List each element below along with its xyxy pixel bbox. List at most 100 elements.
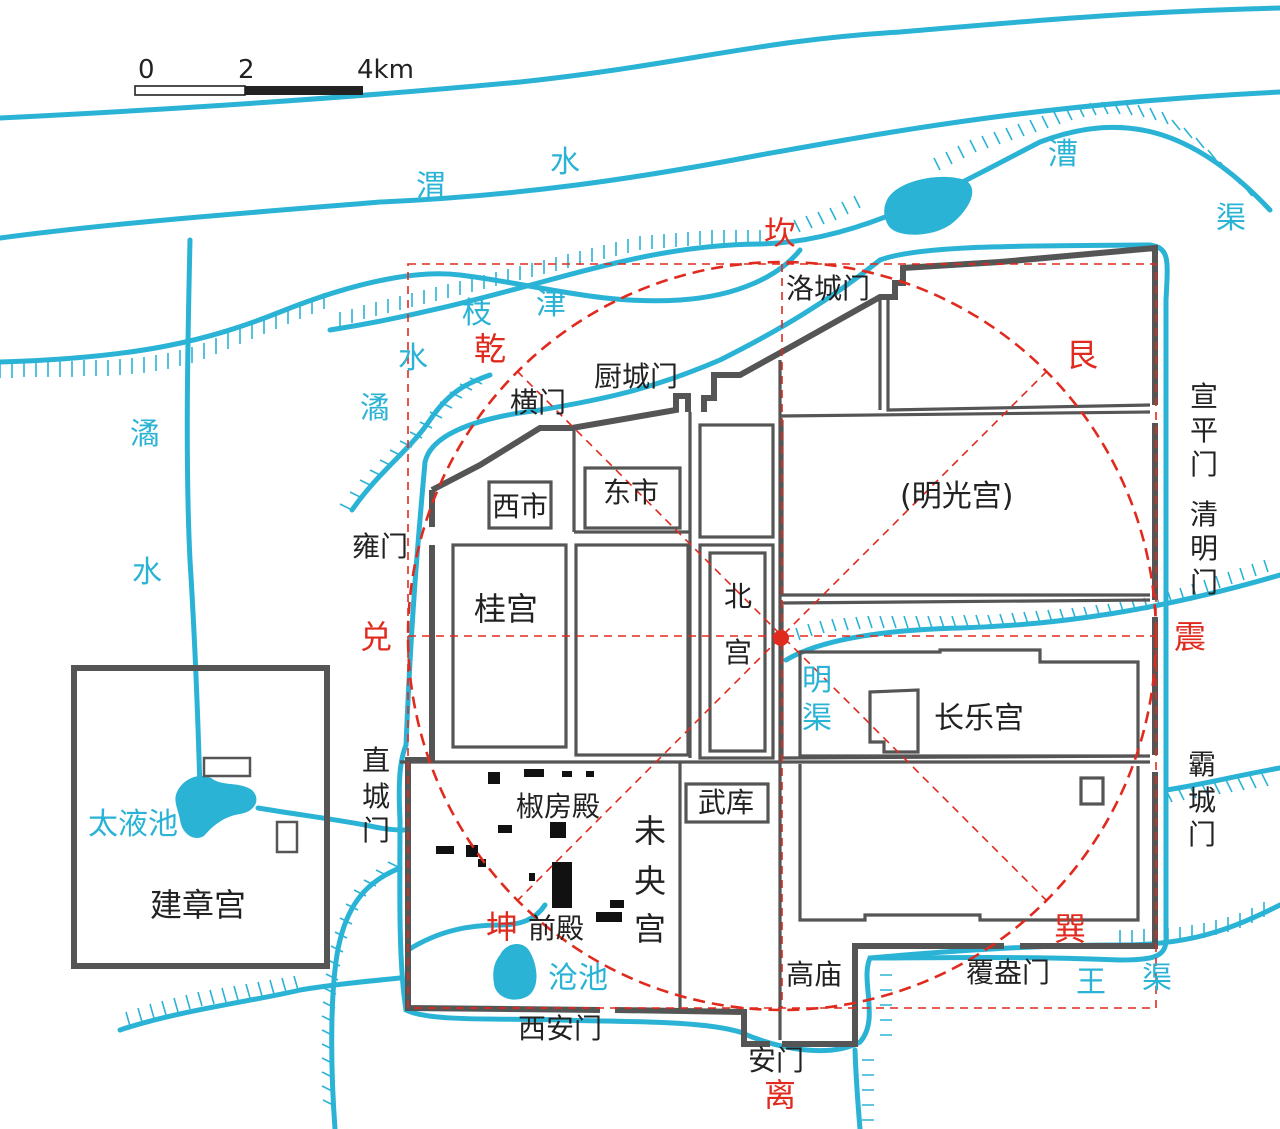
gate-xian: 西安门 <box>518 1012 602 1045</box>
wei-river-north-bank <box>0 5 1280 121</box>
gate-luo: 洛城门 <box>786 272 870 305</box>
xishi-block <box>487 480 553 530</box>
east-small-block <box>1079 776 1105 806</box>
label-ju-2: 水 <box>132 555 162 590</box>
ju-river-mid <box>349 372 493 513</box>
wuku-block <box>684 782 770 824</box>
jianzhang-hall-1 <box>202 756 252 778</box>
label-gaomiao: 高庙 <box>786 958 842 991</box>
trigram-dui: 兑 <box>360 618 392 656</box>
gate-zhicheng-2: 城 <box>362 780 390 813</box>
wei-river-south-bank <box>0 89 1280 241</box>
ju-river-left <box>184 237 203 793</box>
trigram-kun: 坤 <box>486 908 518 946</box>
jianzhang-hall-2 <box>275 820 299 854</box>
gate-xuanping-3: 门 <box>1190 448 1218 481</box>
gate-xuanping-1: 宣 <box>1190 380 1218 413</box>
label-cao-1: 漕 <box>1048 137 1078 172</box>
gate-labels: 洛城门 厨城门 横门 雍门 直 城 门 宣 平 门 清 明 门 霸 城 门 覆盎… <box>352 272 1218 1077</box>
scale-tick-0: 0 <box>138 55 155 85</box>
bagua-labels: 坎 艮 震 巽 离 坤 兑 乾 <box>360 214 1206 1114</box>
jianzhang-palace-wall <box>71 665 330 969</box>
label-jin: 津 <box>536 287 566 322</box>
gate-zhicheng-3: 门 <box>362 814 390 847</box>
trigram-kan: 坎 <box>764 214 796 252</box>
south-stream <box>852 1047 863 1129</box>
label-gong-weiyang: 宫 <box>634 910 666 948</box>
label-jianzhang: 建章宫 <box>150 886 246 924</box>
city-center-dot <box>773 630 789 646</box>
label-xishi: 西市 <box>492 490 548 523</box>
taiye-pond <box>175 775 257 839</box>
label-bei: 北 <box>724 580 752 613</box>
southwest-stream-1 <box>329 865 403 1129</box>
label-dongshi: 东市 <box>603 476 659 509</box>
gate-qingming-3: 门 <box>1190 566 1218 599</box>
label-mingguang: (明光宫) <box>900 479 1013 514</box>
north-pond <box>884 176 973 235</box>
label-qu-ming: 渠 <box>802 701 832 736</box>
trigram-li: 离 <box>764 1076 796 1114</box>
label-qiandian: 前殿 <box>528 912 584 945</box>
gate-zhicheng-1: 直 <box>362 744 390 777</box>
label-guigong: 桂宫 <box>474 590 538 628</box>
trigram-zhen: 震 <box>1174 618 1206 656</box>
ponds <box>175 176 973 1000</box>
label-yang: 央 <box>634 862 666 900</box>
label-shui-zhijin: 水 <box>398 341 428 376</box>
ming-canal <box>783 572 1280 663</box>
label-wuku: 武库 <box>698 786 754 819</box>
water-layer <box>0 5 1280 1129</box>
cao-canal <box>327 124 1273 333</box>
label-zhi: 枝 <box>462 296 492 331</box>
label-cao-2: 渠 <box>1216 201 1246 236</box>
gate-xuanping-2: 平 <box>1190 414 1218 447</box>
label-ju-1: 潏 <box>130 417 160 452</box>
label-changle: 长乐宫 <box>934 701 1024 736</box>
changle-block <box>798 648 1140 758</box>
label-wang: 王 <box>1076 965 1106 1000</box>
trigram-qian: 乾 <box>474 330 506 368</box>
gate-bacheng-1: 霸 <box>1188 748 1216 781</box>
palace-labels: 西市 东市 桂宫 北 宫 (明光宫) 长乐宫 武库 椒房殿 未 央 宫 前殿 高… <box>150 476 1024 991</box>
label-gong-bei: 宫 <box>724 636 752 669</box>
city-moat <box>396 242 1170 1054</box>
label-ju-mid: 潏 <box>360 391 390 426</box>
inner-stream <box>405 902 548 953</box>
guigong-block <box>451 543 568 749</box>
gate-qingming-2: 明 <box>1190 532 1218 565</box>
gate-qingming-1: 清 <box>1190 498 1218 531</box>
gate-bacheng-3: 门 <box>1188 818 1216 851</box>
scale-tick-2: 2 <box>238 55 255 85</box>
label-wei-1: 渭 <box>416 169 446 204</box>
mid-block <box>574 543 690 757</box>
gate-an: 安门 <box>748 1044 804 1077</box>
southwest-stream-2 <box>117 975 403 1033</box>
label-taiyechi: 太液池 <box>88 807 178 842</box>
scale-tick-4km: 4km <box>357 55 414 85</box>
gate-fuang: 覆盎门 <box>966 956 1050 989</box>
changle-inner <box>868 688 920 754</box>
label-cangchi: 沧池 <box>548 961 608 996</box>
east-branch <box>1163 765 1280 793</box>
qiandian-hall <box>552 862 572 908</box>
inner-walls <box>400 297 1151 1040</box>
outer-city-wall <box>405 244 1158 1047</box>
trigram-xun: 巽 <box>1054 910 1086 948</box>
gate-yong: 雍门 <box>352 530 408 563</box>
cang-pond <box>493 944 537 1000</box>
trigram-gen: 艮 <box>1066 336 1098 374</box>
bagua-circle <box>406 260 1158 1012</box>
weiyang-buildings <box>436 769 624 922</box>
city-walls <box>71 244 1158 1047</box>
label-wei-2: 水 <box>550 145 580 180</box>
gate-bacheng-2: 城 <box>1188 784 1216 817</box>
label-jiaofang: 椒房殿 <box>516 790 600 823</box>
scale-bar: 0 2 4km <box>134 55 414 96</box>
label-qu-wang: 渠 <box>1142 961 1172 996</box>
dongshi-block <box>583 466 682 530</box>
beigong-outer <box>698 543 775 760</box>
label-ming: 明 <box>802 663 832 698</box>
